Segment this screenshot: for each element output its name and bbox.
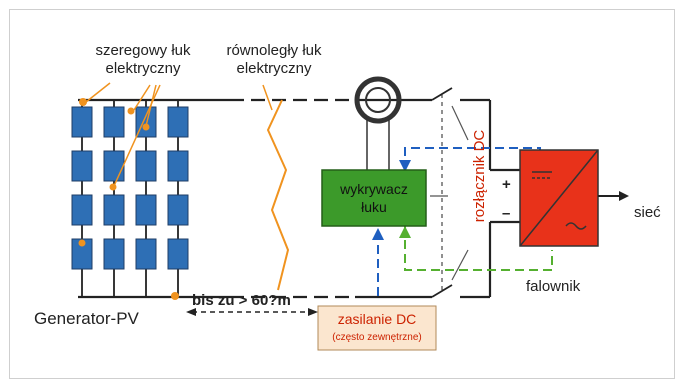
dc-supply-note: (często zewnętrzne) bbox=[332, 332, 422, 343]
pv-module bbox=[103, 150, 125, 182]
pointer-arrows bbox=[430, 105, 469, 281]
pv-module bbox=[167, 106, 189, 138]
arc-detector-box bbox=[321, 169, 427, 227]
parallel-arc-pointer bbox=[262, 84, 273, 111]
pv-module bbox=[167, 238, 189, 270]
pv-array bbox=[71, 100, 189, 297]
dc-supply-label: zasilanie DC bbox=[337, 311, 417, 327]
pv-module bbox=[71, 106, 93, 138]
grid-arrowhead bbox=[619, 191, 629, 201]
pv-module bbox=[71, 238, 93, 270]
dc-supply-box bbox=[317, 305, 437, 351]
dc-disconnector-switch bbox=[431, 87, 453, 298]
arc-detector-label: wykrywacz łuku bbox=[340, 181, 408, 215]
minus-terminal: – bbox=[502, 205, 511, 222]
pv-module bbox=[103, 106, 125, 138]
dc-bus-lines bbox=[78, 98, 520, 299]
pv-module bbox=[103, 238, 125, 270]
feedback-line bbox=[404, 226, 553, 271]
arc-spots bbox=[78, 98, 179, 300]
pv-module bbox=[135, 150, 157, 182]
pv-module bbox=[167, 150, 189, 182]
series-arc-label: szeregowy łuk elektryczny bbox=[95, 42, 191, 77]
inverter-label: falownik bbox=[526, 278, 581, 295]
inverter-box bbox=[519, 149, 599, 247]
pv-generator-label: Generator-PV bbox=[34, 309, 139, 328]
parallel-arc-label: równoległy łuk elektryczny bbox=[226, 42, 322, 77]
feedback-arrowhead bbox=[399, 226, 411, 238]
series-arc-pointers bbox=[85, 82, 161, 187]
pv-module bbox=[103, 194, 125, 226]
plus-terminal: + bbox=[502, 176, 511, 193]
grid-label: sieć bbox=[634, 204, 661, 221]
parallel-arc-zigzag bbox=[266, 99, 290, 291]
pv-module bbox=[135, 106, 157, 138]
current-sensor bbox=[354, 76, 402, 170]
pv-module bbox=[167, 194, 189, 226]
pv-module bbox=[71, 194, 93, 226]
control-arrowheads bbox=[372, 160, 411, 240]
pv-module bbox=[135, 194, 157, 226]
pv-module bbox=[135, 238, 157, 270]
dc-disconnector-label: rozłącznik DC bbox=[471, 129, 488, 223]
pv-module bbox=[71, 150, 93, 182]
distance-label: bis zu > 60?m bbox=[192, 292, 291, 309]
